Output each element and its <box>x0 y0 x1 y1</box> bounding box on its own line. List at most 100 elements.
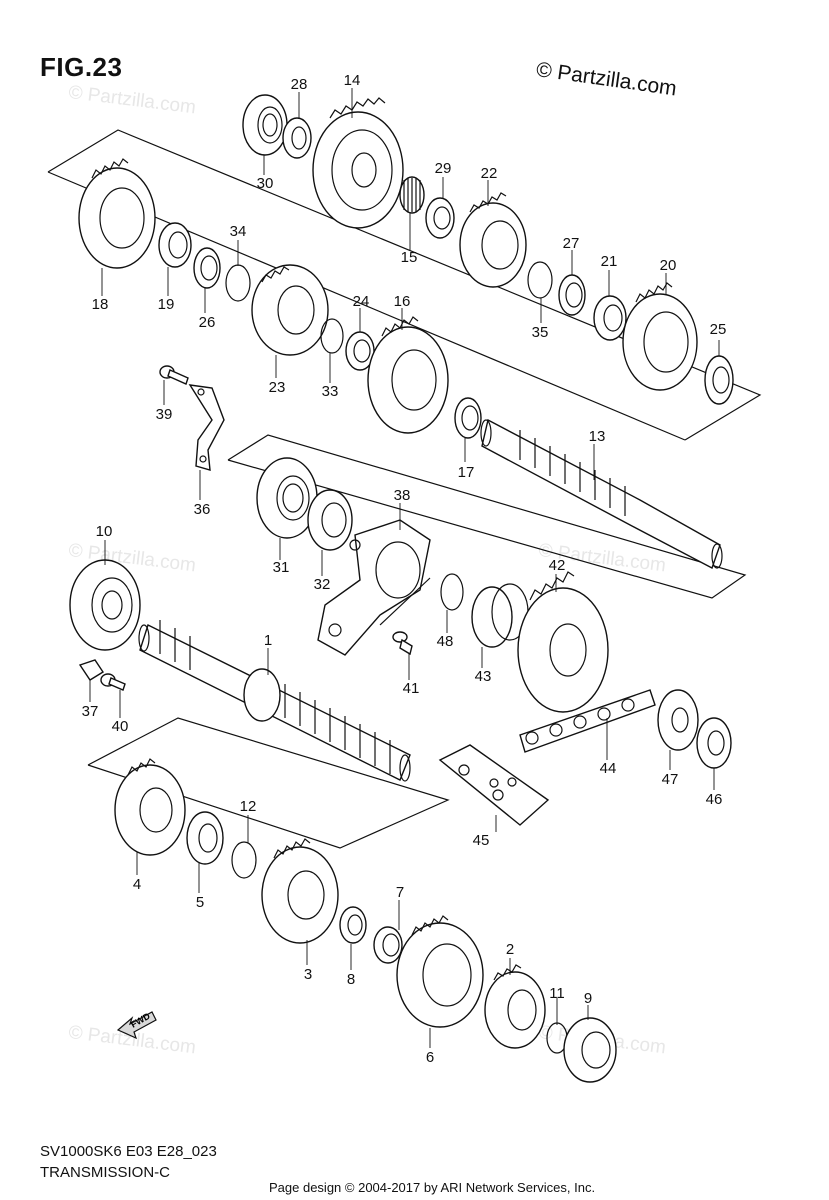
part-label-2: 2 <box>506 941 514 958</box>
part-labels: 30 28 14 29 22 15 18 19 34 26 27 21 20 2… <box>82 72 727 1066</box>
part-label-15: 15 <box>401 249 418 266</box>
bearing-30 <box>242 94 288 156</box>
bearing-10 <box>69 559 141 651</box>
driveshaft-1 <box>138 620 411 782</box>
part-label-13: 13 <box>589 428 606 445</box>
gear-2 <box>484 964 546 1049</box>
part-label-1: 1 <box>264 632 272 649</box>
part-label-27: 27 <box>563 235 580 252</box>
part-label-30: 30 <box>257 175 274 192</box>
bushing-5 <box>186 811 224 865</box>
washer-47 <box>657 689 699 751</box>
section-name: TRANSMISSION-C <box>40 1164 171 1181</box>
part-label-11: 11 <box>549 985 565 1002</box>
leader-lines <box>89 88 720 1048</box>
bearing-9 <box>563 1017 617 1083</box>
circlip-35 <box>527 261 553 299</box>
bushing-21 <box>593 295 627 341</box>
part-label-40: 40 <box>112 718 129 735</box>
part-label-36: 36 <box>194 501 211 518</box>
model-code: SV1000SK6 E03 E28_023 <box>40 1143 217 1160</box>
assembly-frame-lower <box>87 717 450 849</box>
washer-8 <box>339 906 367 944</box>
part-label-34: 34 <box>230 223 247 240</box>
part-label-45: 45 <box>473 832 490 849</box>
forward-arrow-icon: FWD <box>116 1011 157 1040</box>
part-label-26: 26 <box>199 314 216 331</box>
gear-6 <box>396 915 484 1028</box>
part-label-32: 32 <box>314 576 331 593</box>
part-label-24: 24 <box>353 293 370 310</box>
gear-14 <box>312 97 404 229</box>
part-label-38: 38 <box>394 487 411 504</box>
circlip-12 <box>231 841 257 879</box>
bolt-39 <box>159 365 189 385</box>
part-label-48: 48 <box>437 633 454 650</box>
part-label-33: 33 <box>322 383 339 400</box>
part-label-39: 39 <box>156 406 173 423</box>
part-label-3: 3 <box>304 966 312 983</box>
plate-37 <box>78 659 104 681</box>
part-label-29: 29 <box>435 160 452 177</box>
gear-3 <box>261 838 339 944</box>
bolt-40 <box>100 673 126 691</box>
part-label-4: 4 <box>133 876 141 893</box>
part-label-20: 20 <box>660 257 677 274</box>
bearing-31 <box>256 457 318 539</box>
part-label-43: 43 <box>475 668 492 685</box>
circlip-33 <box>320 318 344 354</box>
o-ring-48 <box>440 573 464 611</box>
oil-seal-32 <box>307 489 353 551</box>
part-label-41: 41 <box>403 680 420 697</box>
drive-chain-44 <box>519 689 656 753</box>
bushing-19 <box>158 222 192 268</box>
retainer-plate-38 <box>317 519 431 656</box>
part-label-18: 18 <box>92 296 109 313</box>
gear-18 <box>78 158 156 269</box>
washer-26 <box>193 247 221 289</box>
washer-24 <box>345 331 375 371</box>
gear-4 <box>114 758 186 856</box>
gear-22 <box>459 192 527 288</box>
sprocket-42 <box>517 571 609 713</box>
needle-bearing-15 <box>399 176 425 214</box>
part-label-10: 10 <box>96 523 113 540</box>
part-label-9: 9 <box>584 990 592 1007</box>
part-label-5: 5 <box>196 894 204 911</box>
part-label-44: 44 <box>600 760 617 777</box>
part-label-31: 31 <box>273 559 290 576</box>
countershaft-13 <box>480 418 723 569</box>
gear-16 <box>367 316 449 434</box>
washer-27 <box>558 274 586 316</box>
part-label-25: 25 <box>710 321 727 338</box>
part-label-46: 46 <box>706 791 723 808</box>
circlip-34 <box>225 264 251 302</box>
part-label-42: 42 <box>549 557 566 574</box>
bushing-17 <box>454 397 482 439</box>
part-label-17: 17 <box>458 464 475 481</box>
washer-29 <box>425 197 455 239</box>
washer-28 <box>282 117 312 159</box>
part-label-14: 14 <box>344 72 361 89</box>
washer-25 <box>704 355 734 405</box>
part-label-47: 47 <box>662 771 679 788</box>
part-label-8: 8 <box>347 971 355 988</box>
figure-title: FIG.23 <box>40 52 123 82</box>
bushing-7 <box>373 926 403 964</box>
part-label-7: 7 <box>396 884 404 901</box>
page-credit: Page design © 2004-2017 by ARI Network S… <box>269 1180 596 1195</box>
bracket-36 <box>188 384 225 471</box>
bolt-41 <box>392 631 413 656</box>
gear-20 <box>622 282 698 391</box>
part-label-19: 19 <box>158 296 175 313</box>
part-label-21: 21 <box>601 253 618 270</box>
part-label-23: 23 <box>269 379 286 396</box>
part-label-22: 22 <box>481 165 498 182</box>
part-label-37: 37 <box>82 703 99 720</box>
nut-46 <box>696 717 732 769</box>
part-label-35: 35 <box>532 324 549 341</box>
part-label-6: 6 <box>426 1049 434 1066</box>
chain-joint-45 <box>438 744 550 826</box>
part-label-28: 28 <box>291 76 308 93</box>
